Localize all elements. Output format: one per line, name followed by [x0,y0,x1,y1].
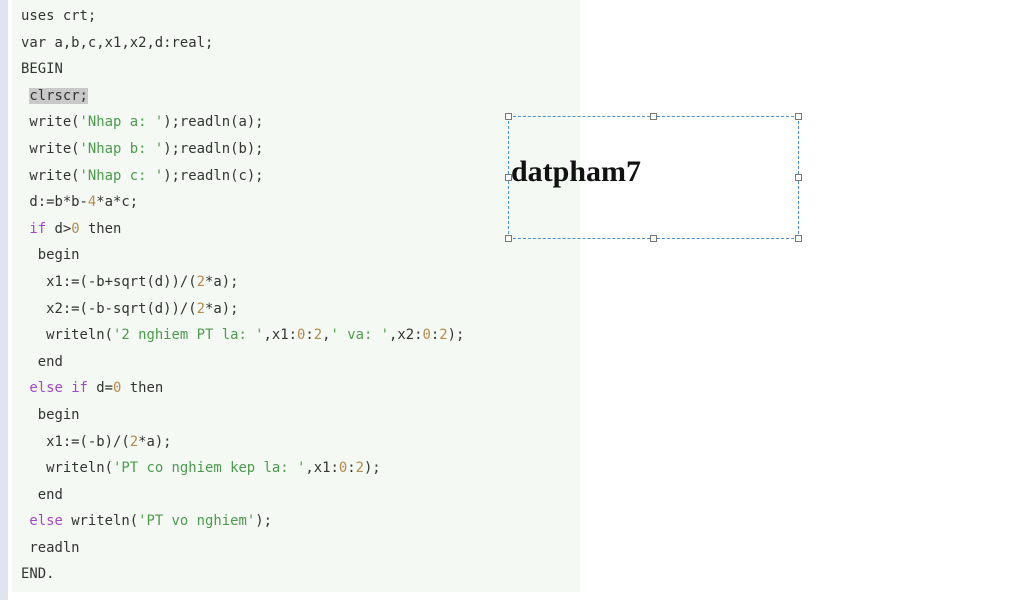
code-line: end [21,349,464,376]
resize-handle-left[interactable] [505,174,512,181]
code-token: ); [363,460,381,477]
code-token: );readln(a); [163,114,264,131]
resize-handle-bottom-left[interactable] [505,235,512,242]
code-token: ,x2: [389,327,423,344]
highlighted-token: clrscr; [29,87,88,104]
code-line: write('Nhap c: ');readln(c); [21,163,464,190]
code-line: end [21,482,464,509]
code-line: writeln('PT co nghiem kep la: ',x1:0:2); [21,455,464,482]
number-token: 0 [422,327,431,344]
code-line: begin [21,402,464,429]
code-line: else if d=0 then [21,375,464,402]
textbox-text: datpham7 [511,155,642,188]
code-line: x2:=(-b-sqrt(d))/(2*a); [21,296,464,323]
number-token: 0 [338,460,348,477]
code-token: ,x1: [305,460,339,477]
code-token: : [305,327,314,344]
code-token: var a,b,c,x1,x2,d:real; [21,34,214,51]
code-token: then [121,380,164,397]
string-token: 'Nhap a: ' [79,114,164,131]
code-line: readln [21,535,464,562]
code-token: d= [87,380,114,397]
code-line: uses crt; [21,3,464,30]
code-token: *a); [205,273,239,290]
code-token: begin [21,247,80,264]
resize-handle-top[interactable] [650,113,657,120]
keyword-token: else [29,513,63,530]
code-token: write( [21,167,80,184]
code-token: *a); [138,433,172,450]
number-token: 0 [71,220,80,237]
number-token: 4 [87,194,97,211]
number-token: 2 [439,327,448,344]
number-token: 0 [113,380,122,397]
code-token: BEGIN [21,61,63,78]
keyword-token: else if [29,380,88,397]
code-token: begin [21,406,80,423]
code-token: *a*c; [96,194,139,211]
code-line: BEGIN [21,56,464,83]
code-token: ); [447,327,465,344]
code-token: writeln( [21,460,113,477]
resize-handle-top-right[interactable] [795,113,802,120]
code-token: readln [21,539,80,556]
left-margin-bar [0,0,8,600]
string-token: ' va: ' [330,327,390,344]
resize-handle-right[interactable] [795,174,802,181]
string-token: 'Nhap b: ' [79,140,164,157]
code-token: end [21,486,63,503]
code-line: else writeln('PT vo nghiem'); [21,508,464,535]
resize-handle-bottom-right[interactable] [795,235,802,242]
code-line: write('Nhap a: ');readln(a); [21,109,464,136]
code-line: END. [21,561,464,588]
code-token: );readln(c); [163,167,264,184]
code-token: uses crt; [21,8,97,24]
code-line: var a,b,c,x1,x2,d:real; [21,30,464,57]
code-line: d:=b*b-4*a*c; [21,189,464,216]
number-token: 2 [196,300,205,317]
selected-text-box[interactable]: datpham7 [505,113,802,242]
number-token: 2 [129,433,139,450]
code-token: d> [46,220,72,237]
string-token: 'PT vo nghiem' [138,513,256,530]
code-token: *a); [205,300,239,317]
code-token: ,x1: [263,327,297,344]
code-line: x1:=(-b)/(2*a); [21,429,464,456]
code-token: d:=b*b- [21,194,88,211]
string-token: '2 nghiem PT la: ' [113,327,264,344]
string-token: 'PT co nghiem kep la: ' [113,460,306,477]
code-token: write( [21,140,80,157]
code-line: write('Nhap b: ');readln(b); [21,136,464,163]
code-token: x2:=(-b-sqrt(d))/( [21,300,197,317]
number-token: 2 [196,273,205,290]
code-token: : [347,460,356,477]
code-token: , [322,327,331,344]
number-token: 0 [297,327,306,344]
code-token: x1:=(-b+sqrt(d))/( [21,273,197,290]
resize-handle-bottom[interactable] [650,235,657,242]
code-token: write( [21,114,80,131]
number-token: 2 [313,327,323,344]
code-token: writeln( [62,513,139,530]
code-text: uses crt; var a,b,c,x1,x2,d:real; BEGIN cl… [21,3,464,588]
code-block[interactable]: uses crt; var a,b,c,x1,x2,d:real; BEGIN cl… [12,0,580,592]
code-token: writeln( [21,327,113,344]
keyword-token: if [29,220,47,237]
code-token: then [79,220,122,237]
code-token: ); [255,513,272,530]
code-token: END. [21,566,55,583]
code-line: writeln('2 nghiem PT la: ',x1:0:2,' va: … [21,322,464,349]
code-line: clrscr; [21,83,464,110]
code-token: : [430,327,440,344]
code-line: x1:=(-b+sqrt(d))/(2*a); [21,269,464,296]
code-token: );readln(b); [163,140,264,157]
resize-handle-top-left[interactable] [505,113,512,120]
code-line: if d>0 then [21,216,464,243]
string-token: 'Nhap c: ' [79,167,164,184]
code-token: x1:=(-b)/( [21,433,130,450]
code-line: begin [21,242,464,269]
code-token: end [21,353,63,370]
number-token: 2 [355,460,364,477]
